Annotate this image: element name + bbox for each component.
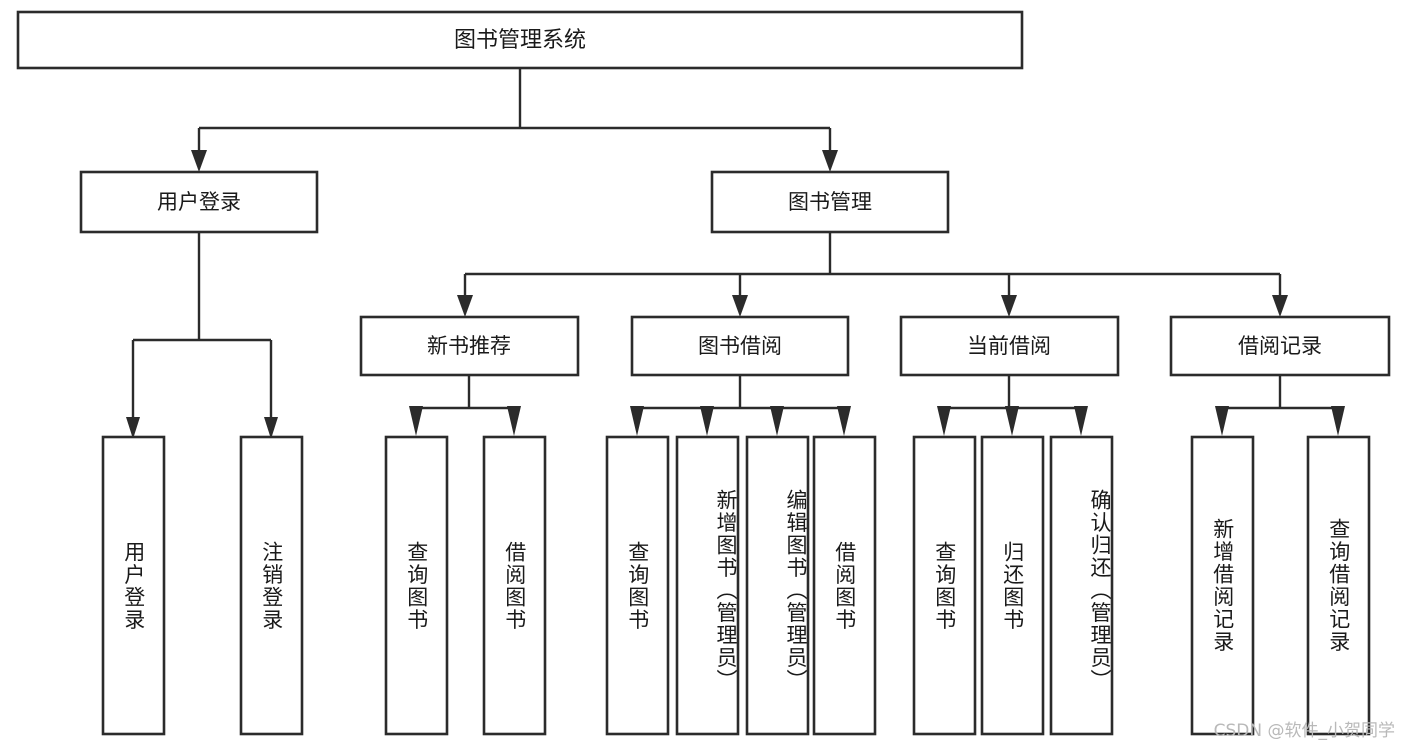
node-current-borrow-box[interactable]: [899, 315, 1120, 377]
node-book-manage-label: 图书管理: [788, 190, 872, 214]
leaf-box-br-query-record[interactable]: [1306, 435, 1371, 736]
arrow-to-borrow-record-leaf-1: [1215, 406, 1229, 436]
arrow-to-current-borrow-leaf-2: [1005, 406, 1019, 436]
arrow-to-borrow-record-leaf-2: [1331, 406, 1345, 436]
arrow-to-user-login-leaf-1: [126, 417, 140, 439]
arrow-to-user-login: [191, 150, 207, 172]
node-borrow-record[interactable]: 借阅记录: [1169, 315, 1391, 377]
node-root-label: 图书管理系统: [454, 28, 586, 53]
leaf-box-bb-edit-book-admin[interactable]: [745, 435, 810, 736]
node-book-borrow-label: 图书借阅: [698, 334, 782, 358]
node-root-box[interactable]: [16, 10, 1024, 70]
node-book-manage[interactable]: 图书管理: [710, 170, 950, 234]
node-new-book-recommend-label: 新书推荐: [427, 334, 511, 358]
leaf-box-br-add-record[interactable]: [1190, 435, 1255, 736]
node-book-borrow-box[interactable]: [630, 315, 850, 377]
leaf-box-cb-return-book[interactable]: [980, 435, 1045, 736]
node-user-login-box[interactable]: [79, 170, 319, 234]
arrow-to-book-borrow-leaf-2: [700, 406, 714, 436]
arrow-to-book-borrow-leaf-4: [837, 406, 851, 436]
arrow-to-book-borrow-leaf-3: [770, 406, 784, 436]
arrow-to-current-borrow-leaf-3: [1074, 406, 1088, 436]
arrow-to-new-book: [457, 295, 473, 317]
node-current-borrow-label: 当前借阅: [967, 334, 1051, 358]
arrow-to-current-borrow: [1001, 295, 1017, 317]
watermark-text: CSDN @软件_小贺同学: [1213, 721, 1395, 741]
leaf-box-bb-query-book[interactable]: [605, 435, 670, 736]
leaf-box-cb-query-book[interactable]: [912, 435, 977, 736]
leaf-box-nb-borrow-book[interactable]: [482, 435, 547, 736]
node-new-book-recommend-box[interactable]: [359, 315, 580, 377]
leaf-box-cb-confirm-return-admin[interactable]: [1049, 435, 1114, 736]
leaf-box-bb-add-book-admin[interactable]: [675, 435, 740, 736]
arrow-to-book-manage: [822, 150, 838, 172]
node-book-manage-box[interactable]: [710, 170, 950, 234]
node-user-login[interactable]: 用户登录: [79, 170, 319, 234]
arrow-to-new-book-leaf-2: [507, 406, 521, 436]
leaf-boxes: [101, 435, 1371, 736]
leaf-box-nb-query-book[interactable]: [384, 435, 449, 736]
node-borrow-record-label: 借阅记录: [1238, 334, 1322, 358]
node-user-login-label: 用户登录: [157, 190, 241, 214]
arrow-to-new-book-leaf-1: [409, 406, 423, 436]
arrow-to-book-borrow-leaf-1: [630, 406, 644, 436]
leaf-box-user-login[interactable]: [101, 435, 166, 736]
node-new-book-recommend[interactable]: 新书推荐: [359, 315, 580, 377]
leaf-box-bb-borrow-book[interactable]: [812, 435, 877, 736]
arrow-to-current-borrow-leaf-1: [937, 406, 951, 436]
leaf-box-logout[interactable]: [239, 435, 304, 736]
arrowhead-layer: [126, 150, 1345, 439]
node-book-borrow[interactable]: 图书借阅: [630, 315, 850, 377]
arrow-to-book-borrow: [732, 295, 748, 317]
node-root[interactable]: 图书管理系统: [16, 10, 1024, 70]
arrow-to-user-login-leaf-2: [264, 417, 278, 439]
node-current-borrow[interactable]: 当前借阅: [899, 315, 1120, 377]
node-borrow-record-box[interactable]: [1169, 315, 1391, 377]
arrow-to-borrow-record: [1272, 295, 1288, 317]
